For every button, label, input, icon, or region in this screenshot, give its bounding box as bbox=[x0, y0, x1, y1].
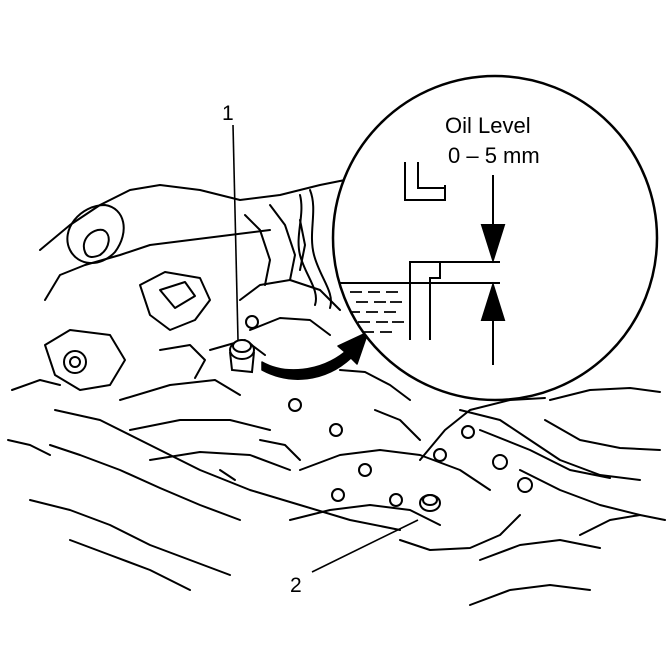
dimension-arrows bbox=[480, 175, 506, 365]
leader-1 bbox=[232, 124, 239, 341]
filler-plug bbox=[229, 339, 255, 374]
detail-view: Oil Level 0 – 5 mm bbox=[331, 74, 659, 402]
case-wall bbox=[409, 261, 440, 340]
drain-plug bbox=[419, 494, 441, 512]
oil-level-title: Oil Level bbox=[445, 113, 531, 138]
callout-1-label: 1 bbox=[222, 102, 234, 125]
oil-hatching bbox=[348, 291, 404, 333]
detail-pointer-arrow bbox=[261, 331, 369, 380]
callout-2-label: 2 bbox=[290, 574, 302, 597]
transaxle-housing bbox=[7, 179, 666, 606]
arrow-up-icon bbox=[480, 281, 506, 321]
callout-leaders bbox=[232, 124, 419, 573]
oil-level-range: 0 – 5 mm bbox=[448, 143, 540, 168]
arrow-down-icon bbox=[480, 224, 506, 264]
leader-2 bbox=[311, 519, 419, 573]
